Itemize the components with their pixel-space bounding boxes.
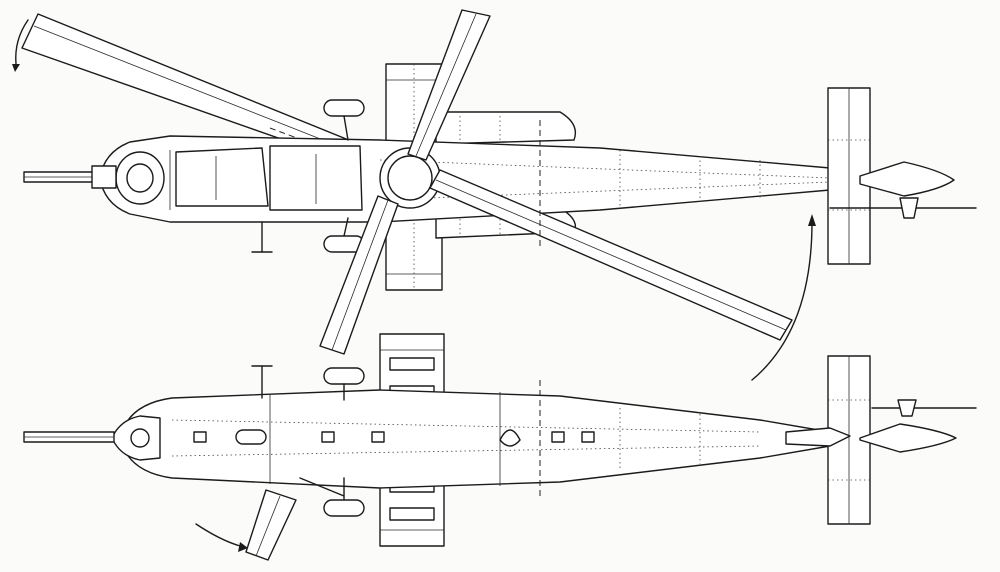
bottom-view bbox=[23, 333, 977, 561]
rotor-blade-up bbox=[407, 9, 491, 161]
rotation-arrow-lower bbox=[195, 523, 248, 552]
nose-top bbox=[115, 151, 165, 205]
rotor-blade-bottom-stub bbox=[245, 489, 297, 561]
rotor-blade-down bbox=[319, 195, 399, 355]
fuselage-bottom bbox=[119, 389, 861, 489]
stub-wing-lower-top bbox=[385, 213, 443, 291]
rotation-arrow-upper bbox=[12, 19, 29, 72]
top-view bbox=[12, 9, 977, 381]
nose-bottom bbox=[111, 415, 161, 461]
wheels-top bbox=[323, 99, 365, 253]
wheels-bottom bbox=[299, 367, 365, 517]
fuselage-top bbox=[99, 135, 861, 223]
cockpit-canopy-top bbox=[175, 145, 363, 211]
cannon-top bbox=[23, 165, 117, 189]
rotor-hub-top bbox=[379, 147, 441, 209]
tail-fin-bottom bbox=[785, 399, 977, 453]
antenna-top bbox=[251, 221, 273, 253]
cannon-bottom bbox=[23, 431, 115, 443]
rotation-arrow-right bbox=[751, 214, 816, 381]
rotor-blade-long-right bbox=[429, 169, 793, 341]
antenna-bottom bbox=[251, 365, 273, 399]
tail-fin-top bbox=[829, 161, 977, 219]
